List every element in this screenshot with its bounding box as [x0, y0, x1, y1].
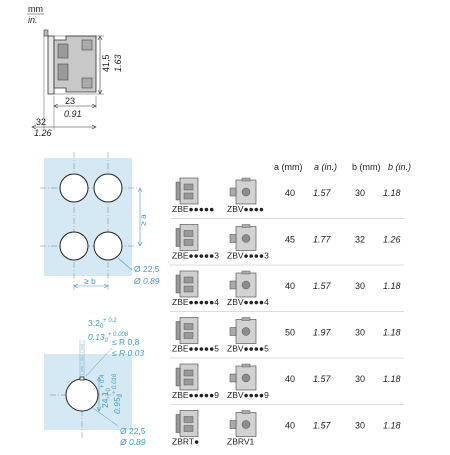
b-in-cell: 1.18 — [383, 188, 401, 198]
detail-hole-diameter-in: Ø 0.89 — [119, 437, 146, 447]
a-mm-cell: 45 — [285, 235, 295, 245]
height-mm: 41,5 — [101, 54, 111, 72]
product-image-left — [175, 410, 199, 437]
hole-top-left — [59, 173, 89, 203]
b-mm-cell: 30 — [355, 328, 365, 338]
bezel-profile — [47, 35, 55, 95]
product-image-left — [175, 363, 199, 391]
a-in-cell: 1.57 — [313, 421, 332, 431]
notch-width-mm: 3,20+ 0.2 — [88, 318, 117, 330]
product-image-right — [229, 363, 257, 391]
product-image-right — [229, 224, 257, 251]
table-row: ZBRT● ZBRV1 40 1.57 30 1.18 — [170, 410, 404, 452]
notch-width-in: 0.130+ 0.008 — [88, 332, 129, 344]
table-row: ZBE●●●●●5 ZBV●●●●5 50 1.97 30 1.18 — [170, 317, 404, 359]
units-legend: mm in. — [27, 4, 44, 25]
cutout-detail: 3,20+ 0.2 0.130+ 0.008 ≤ R 0,8 ≤ R 0.03 … — [44, 318, 146, 447]
code-left: ZBE●●●●● — [172, 204, 214, 214]
hole-bottom-right — [93, 231, 123, 261]
code-left: ZBRT● — [172, 437, 199, 447]
hole-bottom-left — [59, 231, 89, 261]
a-mm-cell: 50 — [285, 328, 295, 338]
a-mm-cell: 40 — [285, 374, 295, 384]
a-mm-cell: 40 — [285, 188, 295, 198]
header-a-in: a (in.) — [314, 162, 337, 172]
overall-mm: 32 — [36, 117, 46, 127]
radius-mm: ≤ R 0,8 — [112, 337, 140, 347]
b-in-cell: 1.18 — [383, 328, 401, 338]
b-mm-cell: 30 — [355, 374, 365, 384]
radius-in: ≤ R 0.03 — [112, 348, 144, 358]
code-left: ZBE●●●●●9 — [172, 390, 219, 400]
code-right: ZBV●●●●4 — [227, 297, 269, 307]
anti-rotation-notch — [79, 376, 85, 381]
a-in-cell: 1.57 — [313, 374, 332, 384]
height-in: 1.63 — [113, 54, 123, 72]
table-row: ZBE●●●●● ZBV●●●● 40 1.57 30 1.18 — [170, 177, 404, 219]
header-b-mm: b (mm) — [352, 162, 381, 172]
header-a-mm: a (mm) — [274, 162, 303, 172]
b-in-cell: 1.26 — [383, 235, 401, 245]
dimension-table: a (mm) a (in.) b (mm) b (in.) — [274, 162, 411, 172]
header-b-in: b (in.) — [388, 162, 411, 172]
hole-diameter-in: Ø 0.89 — [133, 276, 160, 286]
detail-height-in: 0.950+ 0.016 — [112, 373, 124, 414]
spacing-b: ≥ b — [84, 276, 96, 286]
code-left: ZBE●●●●●4 — [172, 297, 219, 307]
product-image-right — [229, 410, 257, 437]
hole-top-right — [93, 173, 123, 203]
hole-diameter-mm: Ø 22,5 — [134, 264, 160, 274]
code-right: ZBV●●●●3 — [227, 251, 269, 261]
detail-hole — [65, 378, 99, 412]
product-image-left — [175, 317, 199, 344]
mount-tab-top — [43, 29, 49, 37]
b-mm-cell: 30 — [355, 281, 365, 291]
product-image-right — [229, 317, 257, 344]
code-left: ZBE●●●●●3 — [172, 251, 219, 261]
code-right: ZBV●●●●5 — [227, 344, 269, 354]
table-row: ZBE●●●●●4 ZBV●●●●4 40 1.57 30 1.18 — [170, 270, 404, 312]
side-view: 41,5 1.63 23 0.91 32 1.26 — [31, 29, 123, 138]
unit-in: in. — [28, 15, 38, 25]
a-in-cell: 1.57 — [313, 281, 332, 291]
depth-mm: 23 — [65, 96, 75, 106]
panel-cutout: ≥ a ≥ b Ø 22,5 Ø 0.89 — [40, 152, 160, 292]
table-row: ZBE●●●●●9 ZBV●●●●9 40 1.57 30 1.18 — [170, 363, 404, 405]
product-image-left — [175, 177, 199, 205]
code-right: ZBRV1 — [227, 437, 255, 447]
b-in-cell: 1.18 — [383, 374, 401, 384]
detail-height-mm: 24,10+ 0.4 — [100, 374, 112, 408]
overall-in: 1.26 — [34, 128, 52, 138]
table-row: ZBE●●●●●3 ZBV●●●●3 45 1.77 32 1.26 — [170, 224, 404, 266]
product-image-left — [175, 224, 199, 251]
b-in-cell: 1.18 — [383, 281, 401, 291]
unit-mm: mm — [28, 4, 43, 14]
b-mm-cell: 30 — [355, 188, 365, 198]
product-image-right — [229, 270, 257, 298]
product-image-right — [229, 177, 257, 205]
a-in-cell: 1.57 — [313, 188, 332, 198]
a-in-cell: 1.77 — [313, 235, 332, 245]
code-right: ZBV●●●●9 — [227, 390, 269, 400]
a-mm-cell: 40 — [285, 421, 295, 431]
b-mm-cell: 32 — [355, 235, 365, 245]
detail-hole-diameter-mm: Ø 22,5 — [120, 426, 146, 436]
b-mm-cell: 30 — [355, 421, 365, 431]
a-in-cell: 1.97 — [313, 328, 332, 338]
b-in-cell: 1.18 — [383, 421, 401, 431]
product-image-left — [175, 270, 199, 298]
depth-in: 0.91 — [64, 109, 82, 119]
code-left: ZBE●●●●●5 — [172, 344, 219, 354]
a-mm-cell: 40 — [285, 281, 295, 291]
code-right: ZBV●●●● — [227, 204, 264, 214]
spacing-a: ≥ a — [138, 214, 148, 226]
